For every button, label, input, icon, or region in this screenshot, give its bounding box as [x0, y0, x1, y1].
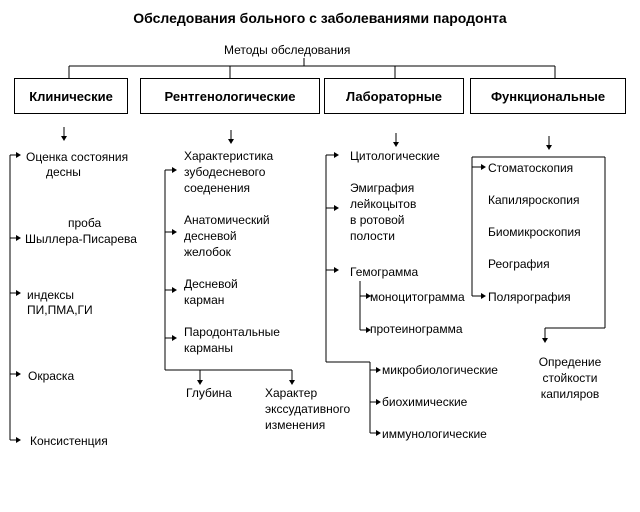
- xray-sub-character-3: изменения: [265, 418, 326, 432]
- xray-item-1-line-1: Характеристика: [184, 149, 274, 163]
- xray-sub-character-2: экссудативного: [265, 402, 351, 416]
- xray-item-3-line-1: Десневой: [184, 277, 238, 291]
- clinical-item-gum-state-1: Оценка состояния: [26, 150, 129, 164]
- clinical-item-indices-1: индексы: [27, 288, 75, 302]
- lab-item-emig-3: в ротовой: [350, 213, 405, 227]
- clinical-item-consistency: Консистенция: [30, 434, 108, 448]
- category-xray: Рентгенологические: [140, 78, 320, 114]
- lab-item-emig-2: лейкоцытов: [350, 197, 417, 211]
- xray-sub-character-1: Характер: [265, 386, 318, 400]
- functional-item-capillaroscopy: Капиляроскопия: [488, 193, 580, 207]
- category-functional: Функциональные: [470, 78, 626, 114]
- clinical-item-indices-2: ПИ,ПМА,ГИ: [27, 303, 93, 317]
- xray-item-1-line-3: соеденения: [184, 181, 251, 195]
- clinical-item-test-2: Шыллера-Писарева: [25, 232, 137, 246]
- functional-result-1: Опредение: [538, 355, 602, 369]
- xray-item-2-line-2: десневой: [184, 229, 237, 243]
- lab-item-emig-4: полости: [350, 229, 395, 243]
- category-clinical: Клинические: [14, 78, 128, 114]
- lab-item-proteinogram: протеинограмма: [370, 322, 463, 336]
- category-lab: Лабораторные: [324, 78, 464, 114]
- xray-item-2-line-3: желобок: [184, 245, 231, 259]
- xray-item-3-line-2: карман: [184, 293, 225, 307]
- functional-item-biomicroscopy: Биомикроскопия: [488, 225, 581, 239]
- functional-item-polarography: Полярография: [488, 290, 571, 304]
- lab-item-microbiological: микробиологические: [382, 363, 498, 377]
- lab-item-monocytogram: моноцитограмма: [370, 290, 465, 304]
- xray-sub-depth: Глубина: [186, 386, 232, 400]
- xray-item-1-line-2: зубодесневого: [184, 165, 266, 179]
- lab-item-hemogram: Гемограмма: [350, 265, 419, 279]
- xray-item-4-line-2: карманы: [184, 341, 234, 355]
- clinical-item-gum-state-2: десны: [46, 165, 81, 179]
- lab-item-cytology: Цитологические: [350, 149, 440, 163]
- functional-result-3: капиляров: [540, 387, 600, 401]
- functional-item-rheography: Реография: [488, 257, 550, 271]
- methods-label: Методы обследования: [224, 43, 351, 57]
- functional-item-stomatoscopy: Стоматоскопия: [488, 161, 574, 175]
- lab-item-biochemical: биохимические: [382, 395, 468, 409]
- lab-item-emig-1: Эмиграфия: [350, 181, 415, 195]
- functional-result-2: стойкости: [542, 371, 598, 385]
- clinical-item-test-1: проба: [68, 216, 102, 230]
- clinical-item-color: Окраска: [28, 369, 75, 383]
- xray-item-4-line-1: Пародонтальные: [184, 325, 280, 339]
- lab-item-immunological: иммунологические: [382, 427, 487, 441]
- xray-item-2-line-1: Анатомический: [184, 213, 270, 227]
- diagram-title: Обследования больного с заболеваниями па…: [133, 10, 507, 26]
